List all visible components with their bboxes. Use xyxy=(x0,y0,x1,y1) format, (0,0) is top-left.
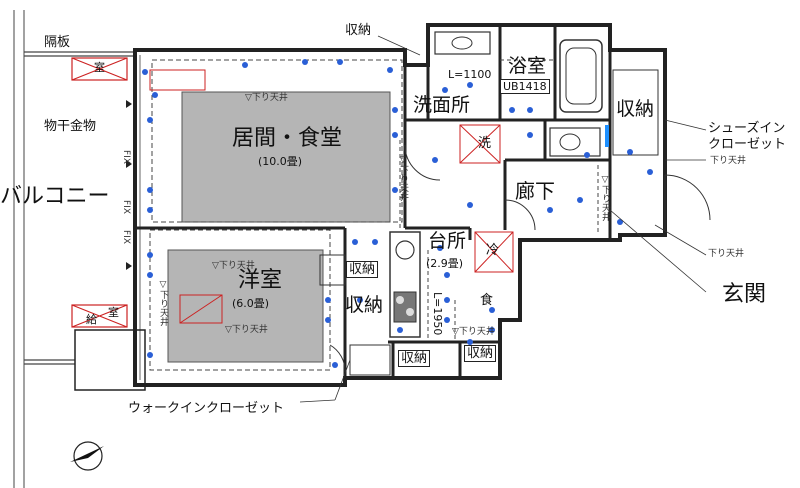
living-room-size: (10.0畳) xyxy=(258,155,303,168)
washroom-label: 洗面所 xyxy=(413,94,471,116)
ceiling-low-label-2: 下り天井 xyxy=(708,249,745,259)
storage-western-2: 収納 xyxy=(345,294,384,316)
partition-label: 隔板 xyxy=(44,35,71,50)
bath-length-label: L=1100 xyxy=(448,68,492,81)
entrance-label: 玄関 xyxy=(722,282,767,307)
western-room-label: 洋室 xyxy=(238,268,283,293)
bath-label: 浴室 xyxy=(508,55,547,77)
dish-label: 食 xyxy=(480,293,494,308)
kitchen-size: (2.9畳) xyxy=(426,257,464,270)
fix-label-3: FIX xyxy=(121,230,131,244)
fridge-label: 冷 xyxy=(486,243,500,258)
corridor-ceiling-label: ▽下り天井 xyxy=(600,175,610,221)
fix-label-1: FIX xyxy=(121,150,131,164)
kitchen-ceiling-label: ▽下り天井 xyxy=(452,327,495,337)
living-room-label: 居間・食堂 xyxy=(232,126,343,151)
living-ceiling-label: ▽下り天井 xyxy=(245,93,288,103)
hall-ceiling-label: ▽下り天井 xyxy=(398,155,408,201)
north-arrow-icon xyxy=(70,441,104,471)
western-room-area xyxy=(167,249,324,363)
fix-label-2: FIX xyxy=(121,200,131,214)
storage-kitchen-2: 収納 xyxy=(464,345,497,362)
kitchen-length-label: L=1950 xyxy=(431,292,444,336)
storage-top-label: 収納 xyxy=(345,23,372,38)
western-room-size: (6.0畳) xyxy=(232,297,270,310)
wash-label: 洗 xyxy=(478,136,492,151)
partition-lines xyxy=(24,51,135,365)
balcony-label: バルコニー xyxy=(0,184,110,209)
living-room-area xyxy=(181,91,391,223)
shoes-closet-label: シューズイン クローゼット xyxy=(708,121,787,153)
bath-model-label: UB1418 xyxy=(500,79,550,94)
corridor-label: 廊下 xyxy=(515,179,555,203)
western-ceiling-top: ▽下り天井 xyxy=(212,261,255,271)
walkin-closet-label: ウォークインクローゼット xyxy=(128,401,285,416)
electrical-outlets xyxy=(142,59,653,368)
western-ceiling-side: ▽下り天井 xyxy=(158,280,168,326)
storage-right-label: 収納 xyxy=(616,98,655,120)
outdoor-unit-label-2b: 給 xyxy=(86,313,97,326)
storage-kitchen-1: 収納 xyxy=(398,350,431,367)
ceiling-low-label-1: 下り天井 xyxy=(710,156,747,166)
kitchen-label: 台所 xyxy=(428,230,467,252)
storage-western-1: 収納 xyxy=(346,261,379,278)
outdoor-unit-label-1: 室 xyxy=(94,61,105,74)
laundry-pole-label: 物干金物 xyxy=(44,119,97,134)
outdoor-unit-label-2: 室 xyxy=(108,306,119,319)
balcony-rail xyxy=(13,10,25,488)
western-ceiling-bottom: ▽下り天井 xyxy=(225,325,268,335)
